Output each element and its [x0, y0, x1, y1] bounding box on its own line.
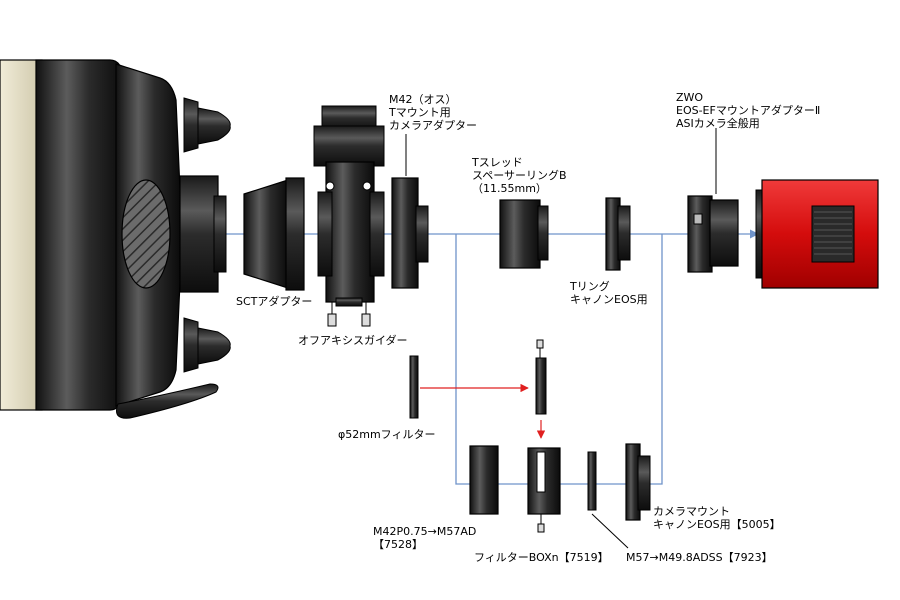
- t-thread-spacer-ring: [499, 199, 549, 269]
- camera-mount-canon-eos: [625, 443, 651, 521]
- m42-m57-adapter: [469, 445, 499, 515]
- label-m42-adapter: M42（オス） Tマウント用 カメラアダプター: [389, 93, 477, 132]
- filter-52mm: [409, 355, 419, 419]
- telescope-icon: [0, 59, 231, 419]
- m42-t-mount-adapter: [391, 177, 429, 289]
- m57-m49-leader: [591, 513, 629, 549]
- zwo-eos-ef-adapter: [687, 195, 739, 273]
- off-axis-guider: [313, 105, 385, 327]
- label-sct-adapter: SCTアダプター: [236, 295, 313, 308]
- label-t-ring: Tリング キャノンEOS用: [570, 280, 648, 306]
- label-m42-m57: M42P0.75→M57AD 【7528】: [373, 525, 477, 551]
- label-filter-box: フィルターBOXn【7519】: [474, 551, 609, 564]
- label-t-spacer: Tスレッド スペーサーリングB （11.55mm）: [472, 156, 567, 195]
- leader-lines: [405, 128, 717, 194]
- m57-m49-adapter: [587, 451, 597, 511]
- sct-adapter: [243, 177, 305, 291]
- label-m57-m49: M57→M49.8ADSS【7923】: [626, 551, 773, 564]
- filter-drawer: [535, 339, 547, 415]
- label-filter-52: φ52mmフィルター: [338, 428, 436, 441]
- label-off-axis-guider: オフアキシスガイダー: [298, 334, 408, 347]
- t-ring-canon-eos: [605, 197, 631, 271]
- zwo-asi-camera-icon: [755, 179, 879, 289]
- label-zwo-adapter: ZWO EOS-EFマウントアダプターⅡ ASIカメラ全般用: [676, 91, 821, 130]
- filter-box-n: [527, 447, 561, 533]
- label-camera-mount: カメラマウント キャノンEOS用【5005】: [653, 505, 781, 531]
